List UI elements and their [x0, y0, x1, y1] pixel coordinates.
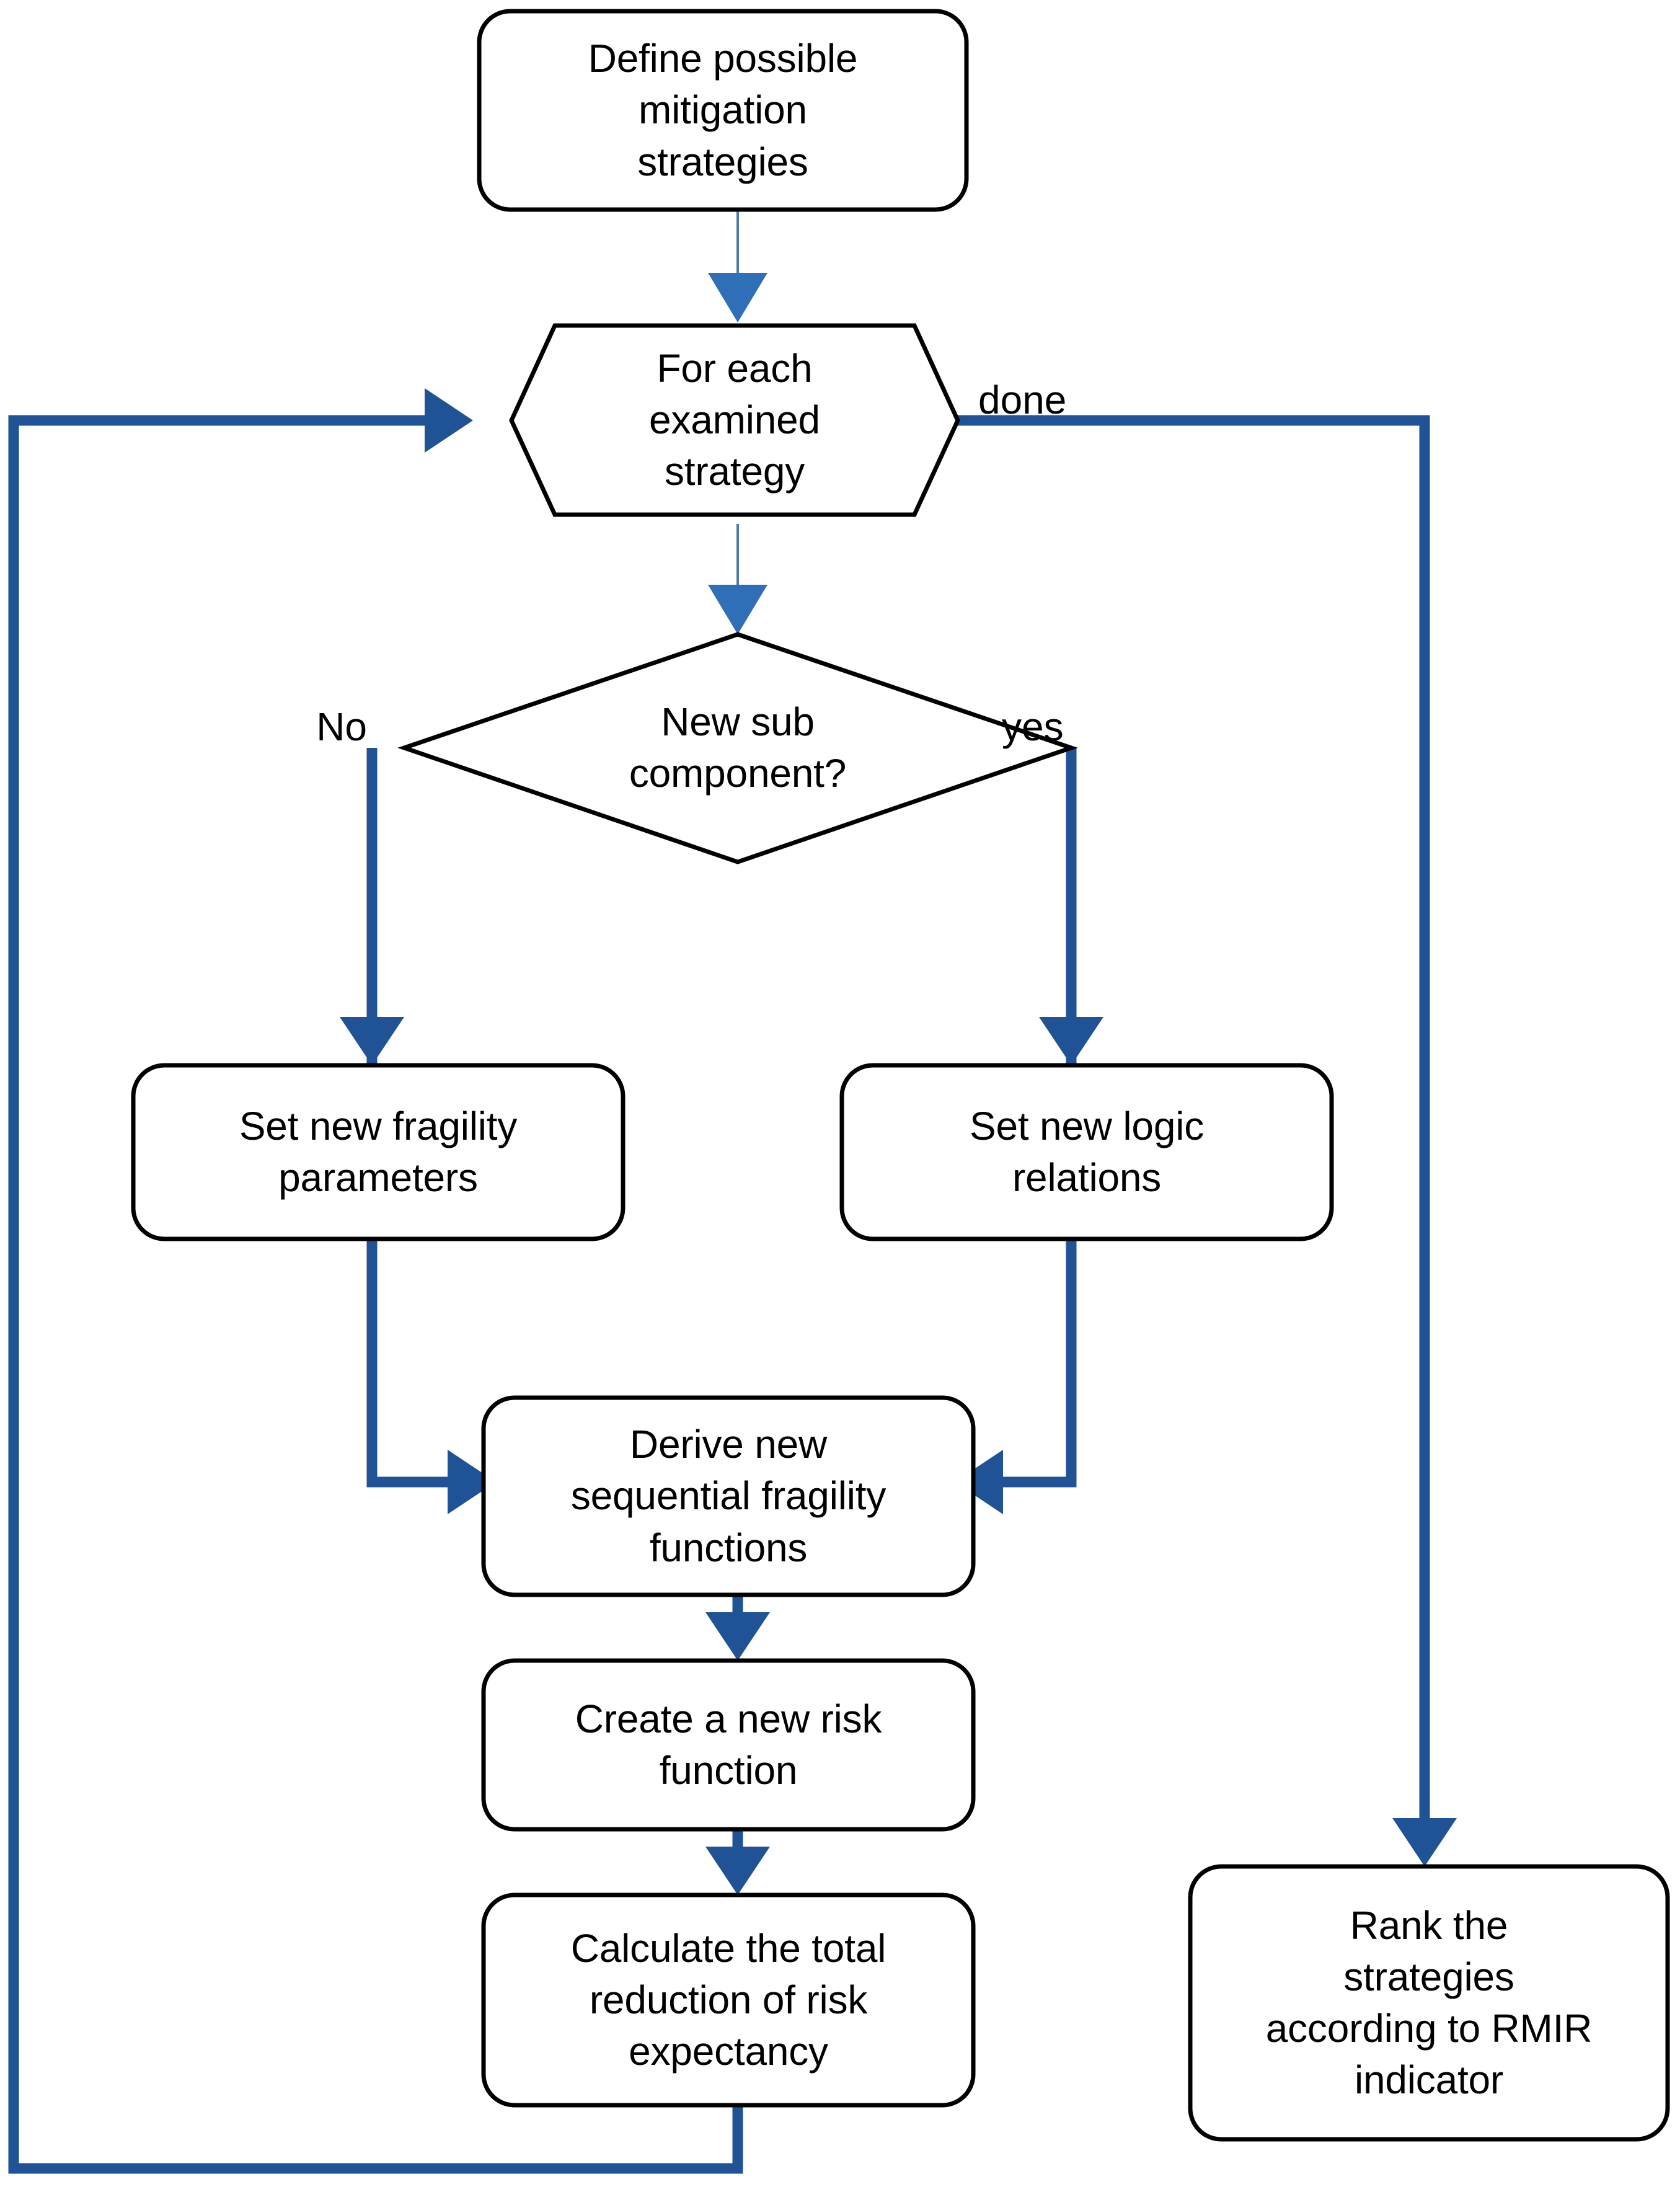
edge-label-no: No — [316, 704, 367, 749]
edge-label-done: done — [978, 378, 1067, 422]
arrowhead-down-rank — [1392, 1818, 1457, 1866]
node-calculate-risk-reduction[interactable] — [481, 1892, 976, 2108]
node-rank-strategies[interactable] — [1188, 1864, 1670, 2142]
edge-decision-no-to-fragility — [340, 748, 496, 1514]
arrowhead-left-derive — [955, 1450, 1003, 1514]
arrowhead-right-foreach — [425, 388, 473, 453]
arrowhead-down-logic — [1039, 1017, 1103, 1065]
arrowhead-down-calculate — [705, 1847, 770, 1895]
arrowhead-down-create-risk — [705, 1612, 770, 1661]
arrowhead-down-decision — [708, 585, 767, 634]
arrowhead-down-foreach — [708, 273, 767, 322]
arrowhead-right-derive — [448, 1450, 496, 1514]
edge-calculate-back-to-foreach — [8, 388, 743, 2174]
node-set-new-logic-relations[interactable] — [839, 1063, 1334, 1241]
edge-derive-to-create-risk — [705, 1595, 770, 1661]
node-define-strategies[interactable] — [477, 9, 969, 212]
edge-label-yes: yes — [1002, 704, 1064, 749]
edge-define-to-foreach — [708, 210, 767, 322]
node-new-sub-component[interactable] — [397, 632, 1078, 864]
arrowhead-down-fragility — [340, 1017, 404, 1065]
edge-foreach-to-decision — [708, 524, 767, 634]
node-for-each-strategy[interactable] — [509, 323, 960, 517]
edge-decision-yes-to-logic — [955, 748, 1103, 1514]
edge-foreach-done-to-rank — [958, 415, 1457, 1866]
edge-create-risk-to-calculate — [705, 1829, 770, 1895]
node-set-new-fragility-parameters[interactable] — [131, 1063, 626, 1241]
node-derive-sequential-fragility[interactable] — [481, 1395, 976, 1597]
node-create-new-risk-function[interactable] — [481, 1658, 976, 1832]
